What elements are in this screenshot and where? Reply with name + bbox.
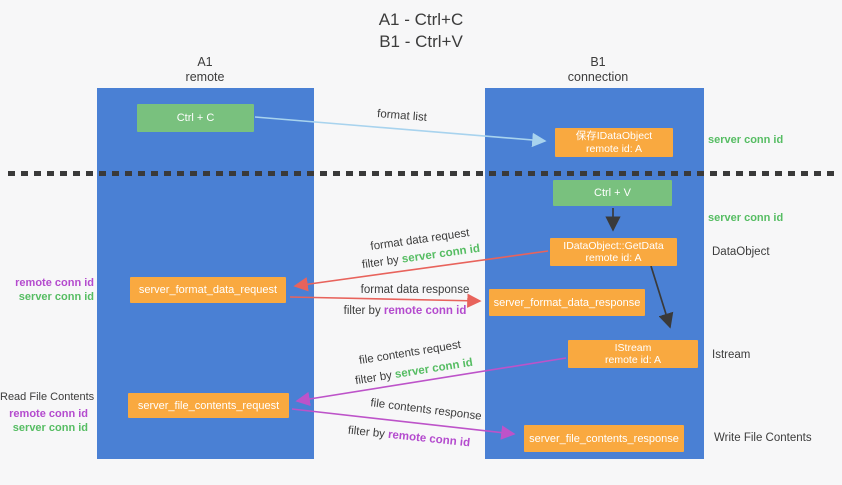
- node-istream-line2: remote id: A: [604, 354, 662, 366]
- left-label-server-conn-id-bottom: server conn id: [12, 422, 88, 434]
- column-header-b1: B1 connection: [528, 55, 668, 85]
- column-a1-subtitle: remote: [185, 70, 225, 84]
- filter-by-text: filter by: [361, 254, 400, 272]
- diagram-title: A1 - Ctrl+C B1 - Ctrl+V: [0, 9, 842, 53]
- title-line-2: B1 - Ctrl+V: [379, 32, 463, 51]
- node-ctrl-v-label: Ctrl + V: [594, 187, 631, 199]
- label-filter-by-remote-conn-id-2: filter by remote conn id: [347, 425, 470, 450]
- left-label-read-file-contents: Read File Contents: [0, 391, 95, 403]
- filter-by-text: filter by: [347, 424, 386, 441]
- node-ctrl-v: Ctrl + V: [553, 180, 672, 206]
- left-label-remote-conn-id-mid: remote conn id: [15, 277, 94, 289]
- remote-conn-id-text: remote conn id: [387, 428, 471, 450]
- label-filter-by-remote-conn-id-1: filter by remote conn id: [344, 305, 467, 317]
- node-file-request-label: server_file_contents_request: [137, 399, 280, 412]
- filter-by-text: filter by: [354, 369, 393, 388]
- node-server-format-data-request: server_format_data_request: [130, 277, 286, 303]
- node-getdata-line1: IDataObject::GetData: [563, 239, 664, 252]
- label-format-list: format list: [376, 108, 428, 124]
- right-label-server-conn-id-mid: server conn id: [708, 212, 784, 224]
- title-line-1: A1 - Ctrl+C: [378, 10, 464, 29]
- left-label-remote-conn-id-bottom: remote conn id: [9, 408, 88, 420]
- right-label-istream: Istream: [712, 349, 751, 361]
- node-istream-line1: IStream: [614, 341, 652, 354]
- node-ctrl-c-label: Ctrl + C: [176, 112, 215, 124]
- remote-conn-id-text: remote conn id: [383, 305, 467, 317]
- node-save-idataobject-line1: 保存IDataObject: [575, 130, 653, 142]
- column-header-a1: A1 remote: [135, 55, 275, 85]
- node-file-response-label: server_file_contents_response: [529, 432, 679, 445]
- label-file-contents-response: file contents response: [369, 397, 483, 423]
- node-save-idataobject-line2: remote id: A: [585, 142, 643, 155]
- arrow-format-data-response: [289, 293, 482, 308]
- right-label-server-conn-id-top: server conn id: [708, 134, 784, 146]
- node-save-idataobject: 保存IDataObject remote id: A: [555, 128, 673, 157]
- node-ctrl-c: Ctrl + C: [137, 104, 254, 132]
- filter-by-text: filter by: [343, 305, 381, 317]
- right-label-write-file-contents: Write File Contents: [714, 432, 812, 444]
- server-conn-id-text: server conn id: [394, 356, 474, 381]
- column-b1-subtitle: connection: [567, 70, 629, 84]
- node-format-response-label: server_format_data_response: [493, 296, 641, 309]
- label-format-data-response: format data response: [360, 284, 470, 296]
- node-istream: IStream remote id: A: [568, 340, 698, 368]
- right-label-dataobject: DataObject: [712, 246, 770, 258]
- column-a1-name: A1: [197, 55, 213, 69]
- node-idataobject-getdata: IDataObject::GetData remote id: A: [550, 238, 677, 266]
- node-server-format-data-response: server_format_data_response: [489, 289, 645, 316]
- column-b1-name: B1: [590, 55, 606, 69]
- node-server-file-contents-response: server_file_contents_response: [524, 425, 684, 452]
- left-label-server-conn-id-mid: server conn id: [18, 291, 94, 303]
- node-server-file-contents-request: server_file_contents_request: [128, 393, 289, 418]
- node-format-request-label: server_format_data_request: [138, 284, 278, 296]
- dotted-divider: [8, 171, 834, 176]
- node-getdata-line2: remote id: A: [585, 252, 642, 264]
